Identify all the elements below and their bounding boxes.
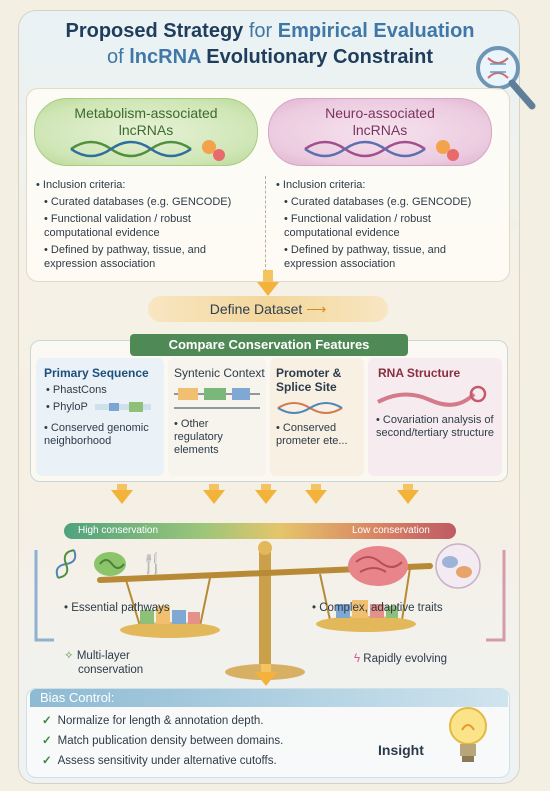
title-part: Empirical Evaluation (277, 20, 475, 42)
bias-item-text: Assess sensitivity under alternative cut… (57, 755, 277, 767)
neuro-criteria: • Inclusion criteria: • Curated database… (276, 179, 472, 270)
title-part: lncRNA (129, 46, 201, 68)
criteria-title: Inclusion criteria: (42, 179, 126, 191)
title-part: of (107, 46, 124, 68)
metabolism-pill: Metabolism-associated lncRNAs (34, 98, 258, 166)
criteria-title: Inclusion criteria: (282, 179, 366, 191)
down-arrow-icon (255, 490, 277, 504)
column-text: PhyloP (52, 401, 88, 413)
down-arrow-icon (305, 490, 327, 504)
column-text: PhastCons (52, 384, 107, 396)
title-line-1: Proposed Strategy for Empirical Evaluati… (30, 20, 510, 43)
column-title: Promoter & (276, 366, 342, 380)
rna-structure-icon (377, 385, 487, 407)
rapid-note: ϟ Rapidly evolving (354, 652, 447, 666)
lightbulb-icon (449, 707, 487, 762)
down-arrow-icon (203, 490, 225, 504)
arrow-shaft (261, 484, 271, 492)
column-title: RNA Structure (378, 366, 461, 380)
neuro-label-line: lncRNAs (352, 122, 408, 138)
arrow-shaft (263, 270, 273, 284)
bias-header: Bias Control: (30, 689, 508, 707)
neuro-label: Neuro-associated lncRNAs (269, 105, 491, 139)
criteria-item: Defined by pathway, tissue, and expressi… (44, 244, 207, 270)
lightning-icon: ϟ (354, 653, 361, 665)
multilayer-note: ✧ Multi-layer (64, 649, 130, 663)
right-caption: • Complex, adaptive traits (312, 602, 443, 614)
column-syntenic-context: Syntenic Context • Other regulatory elem… (168, 358, 266, 476)
define-dataset-label: Define Dataset (209, 301, 303, 317)
criteria-item: Functional validation / robust computati… (44, 213, 191, 239)
column-title: Primary Sequence (44, 366, 149, 380)
title-part: for (248, 20, 273, 42)
down-arrow-icon (255, 672, 277, 686)
right-caption-text: Complex, adaptive traits (319, 602, 443, 614)
down-arrow-icon (257, 282, 279, 296)
metabolism-label: Metabolism-associated lncRNAs (35, 105, 257, 139)
column-title: Syntenic Context (174, 366, 265, 380)
column-text: Conserved prometer ete... (276, 422, 348, 447)
sparkle-icon: ✧ (64, 650, 74, 662)
svg-text:🍴: 🍴 (140, 551, 165, 575)
criteria-item: Defined by pathway, tissue, and expressi… (284, 244, 447, 270)
criteria-item: Curated databases (e.g. GENCODE) (290, 196, 472, 208)
left-caption-text: Essential pathways (71, 602, 170, 614)
metabolism-label-line: Metabolism-associated (74, 105, 218, 121)
left-caption: • Essential pathways (64, 602, 170, 614)
check-icon: ✓ (42, 735, 52, 747)
arrow-shaft (209, 484, 219, 492)
column-title: Splice Site (276, 380, 337, 394)
define-dataset: Define Dataset ⟶ (148, 296, 388, 322)
arrow-shaft (311, 484, 321, 492)
check-icon: ✓ (42, 755, 52, 767)
insight-label: Insight (378, 742, 424, 758)
magnifier-dna-icon (476, 46, 536, 110)
bias-item: ✓ Match publication density between domai… (42, 734, 283, 748)
column-rna-structure: RNA Structure • Covariation analysis of … (368, 358, 502, 476)
column-promoter-splice: Promoter & Splice Site • Conserved prome… (270, 358, 364, 476)
synteny-icon (174, 388, 260, 409)
down-arrow-icon (111, 490, 133, 504)
dna-icon (70, 140, 225, 161)
title-line-2: of lncRNA Evolutionary Constraint (30, 46, 510, 69)
bias-item: ✓ Normalize for length & annotation depth… (42, 714, 264, 728)
conservation-gradient-bar (64, 523, 456, 539)
metabolism-label-line: lncRNAs (118, 122, 174, 138)
bias-item-text: Match publication density between domain… (57, 735, 284, 747)
check-icon: ✓ (42, 715, 52, 727)
column-primary-sequence: Primary Sequence • PhastCons • PhyloP • … (36, 358, 164, 476)
note-text: Rapidly evolving (363, 653, 448, 665)
column-text: Other regulatory elements (174, 418, 223, 456)
note-text: conservation (78, 664, 144, 676)
low-conservation-label: Low conservation (352, 525, 430, 536)
bias-item-text: Normalize for length & annotation depth. (57, 715, 264, 727)
compare-header: Compare Conservation Features (130, 334, 408, 356)
title-part: Proposed Strategy (65, 20, 244, 42)
down-arrow-icon (397, 490, 419, 504)
note-text: Multi-layer (76, 650, 130, 662)
criteria-item: Curated databases (e.g. GENCODE) (50, 196, 232, 208)
criteria-item: Functional validation / robust computati… (284, 213, 431, 239)
neuro-label-line: Neuro-associated (325, 105, 435, 121)
divider (265, 176, 266, 272)
dna-icon (304, 140, 459, 161)
title-part: Evolutionary Constraint (206, 46, 433, 68)
arrow-shaft (117, 484, 127, 492)
arrow-shaft (261, 664, 271, 674)
high-conservation-label: High conservation (78, 525, 159, 536)
splice-dna-icon (277, 402, 343, 414)
neuro-pill: Neuro-associated lncRNAs (268, 98, 492, 166)
column-text: Conserved genomic neighborhood (44, 422, 149, 447)
column-text: Covariation analysis of second/tertiary … (376, 414, 494, 439)
conservation-track-icon (94, 402, 151, 413)
bias-item: ✓ Assess sensitivity under alternative cu… (42, 754, 277, 768)
arrow-shaft (403, 484, 413, 492)
metabolism-criteria: • Inclusion criteria: • Curated database… (36, 179, 232, 270)
